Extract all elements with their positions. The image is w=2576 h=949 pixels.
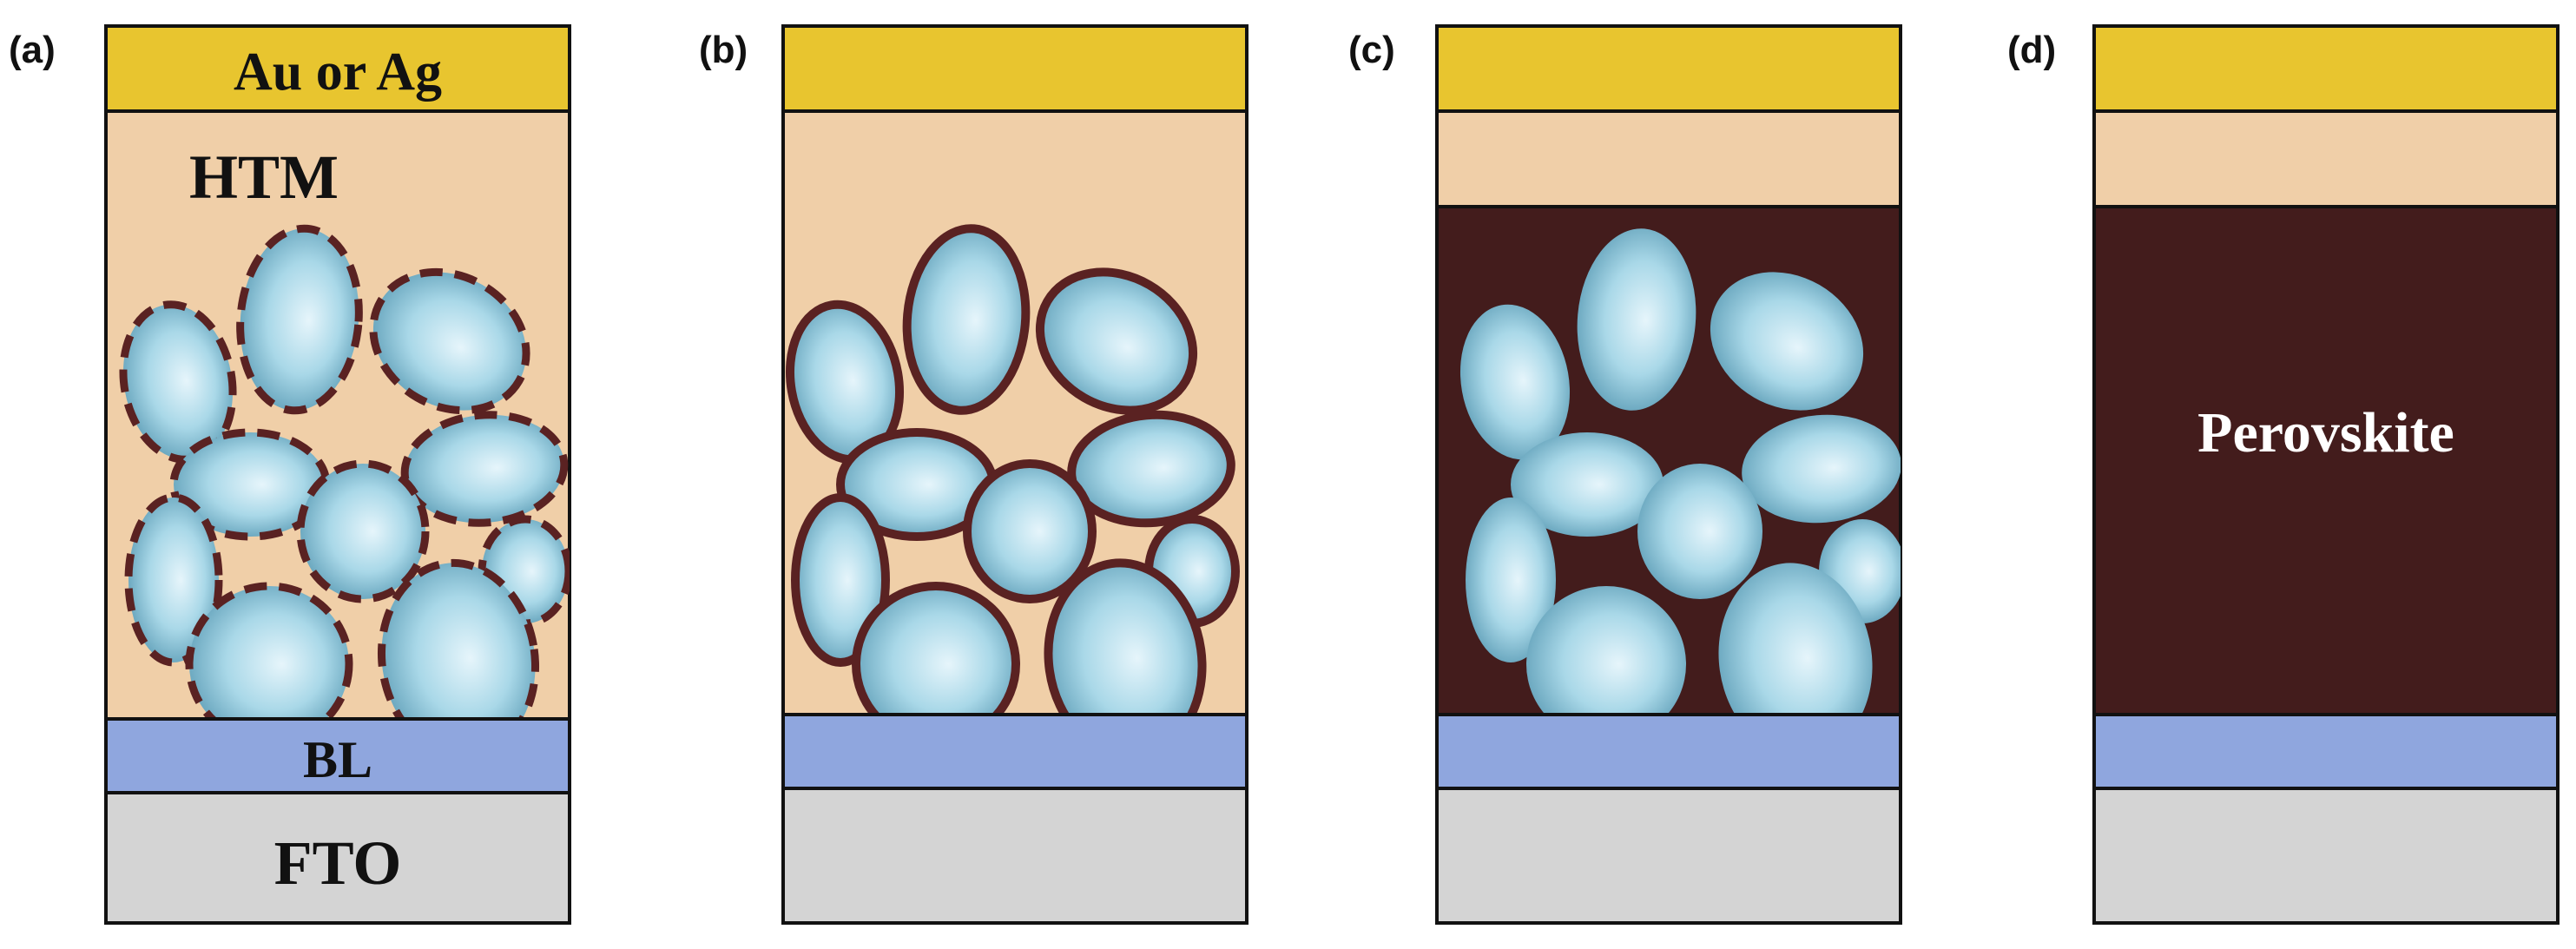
panel-d: (d) Perovskite <box>2007 24 2560 925</box>
substrate-layer <box>781 787 1248 925</box>
nanoparticle <box>852 582 1020 715</box>
blocking-layer <box>1435 713 1902 790</box>
nanoparticle <box>902 224 1031 415</box>
nanoparticle <box>1459 304 1571 460</box>
nanoparticle <box>1044 558 1207 715</box>
electrode-layer <box>2092 24 2560 113</box>
nanoparticle <box>1466 498 1556 662</box>
substrate-label: FTO <box>274 828 402 898</box>
particle-cluster <box>785 224 1240 715</box>
htm-label: HTM <box>189 142 339 212</box>
blocking-layer <box>104 717 571 794</box>
panel-b: (b) <box>699 24 1248 925</box>
nanoparticle <box>1637 464 1762 599</box>
electrode-label: Au or Ag <box>234 43 442 102</box>
nanoparticle <box>296 459 430 603</box>
blocking-layer <box>2092 713 2560 790</box>
nanoparticle <box>400 411 569 527</box>
nanoparticle <box>369 267 530 415</box>
panel-label-c: (c) <box>1348 29 1395 71</box>
panel-c: (c) <box>1348 24 1902 925</box>
electrode-layer <box>104 24 571 113</box>
substrate-layer <box>104 791 571 925</box>
htm-layer <box>1435 109 1902 208</box>
nanoparticle <box>963 459 1097 603</box>
panel-label-a: (a) <box>9 29 56 71</box>
nanoparticle <box>124 493 223 667</box>
substrate-layer <box>1435 787 1902 925</box>
electrode-layer <box>1435 24 1902 113</box>
panel-a: (a) Au or Ag HTM BL FTO <box>9 24 571 925</box>
blocking-layer <box>781 713 1248 790</box>
particle-cluster <box>119 224 570 719</box>
nanoparticle <box>377 558 540 719</box>
nanoparticle <box>1577 228 1696 411</box>
panel-label-b: (b) <box>699 29 748 71</box>
perovskite-layer <box>2092 205 2560 716</box>
nanoparticle <box>236 224 363 415</box>
substrate-layer <box>2092 787 2560 925</box>
nanoparticle <box>1511 432 1664 537</box>
nanoparticle <box>791 493 890 667</box>
nanoparticle <box>1718 563 1873 715</box>
electrode-layer <box>781 24 1248 113</box>
panel-label-d: (d) <box>2007 29 2056 71</box>
perovskite-label: Perovskite <box>2197 401 2454 465</box>
nanoparticle <box>1710 272 1864 411</box>
nanoparticle <box>1035 267 1198 415</box>
nanoparticle <box>185 582 353 719</box>
nanoparticle <box>1742 414 1901 524</box>
blocking-layer-label: BL <box>303 731 372 788</box>
nanoparticle <box>1526 586 1686 715</box>
particle-cluster <box>1459 228 1901 715</box>
htm-layer <box>2092 109 2560 208</box>
